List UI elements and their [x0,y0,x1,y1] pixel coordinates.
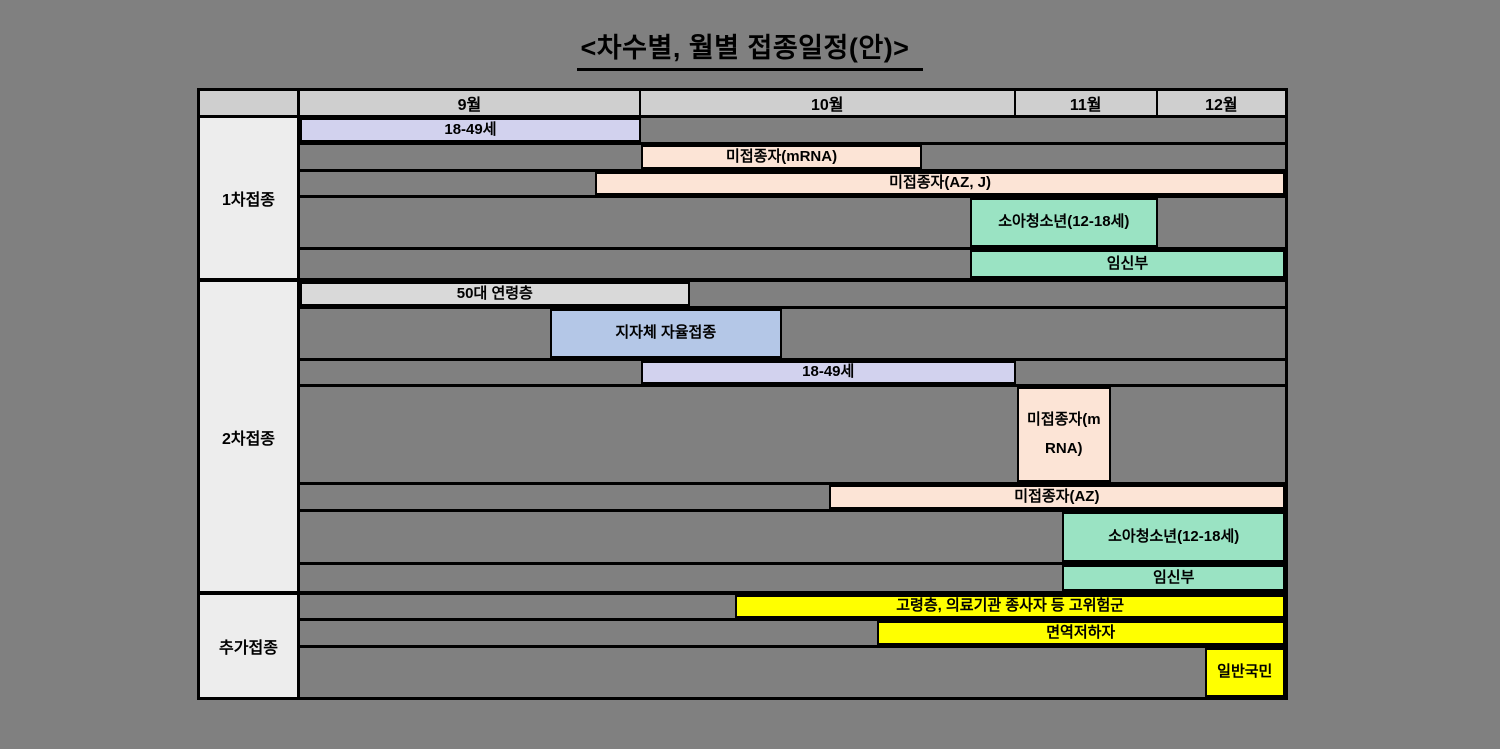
month-header-4: 12월 [1157,91,1285,115]
month-header-1: 9월 [300,91,641,115]
schedule-row: 18-49세 [300,118,1285,145]
gantt-bar: 18-49세 [640,361,1016,384]
schedule-row: 50대 연령층 [300,282,1285,309]
schedule-row: 지자체 자율접종 [300,309,1285,361]
header-corner-cell [200,91,300,115]
page-title: <차수별, 월별 접종일정(안)> [576,26,924,71]
schedule-row: 18-49세 [300,361,1285,387]
gantt-bar: 18-49세 [300,118,641,142]
gantt-bar: 임신부 [1062,565,1285,591]
month-header-3: 11월 [1015,91,1158,115]
schedule-row: 미접종자(mRNA) [300,387,1285,485]
gantt-bar: 미접종자(AZ, J) [595,172,1285,195]
gantt-bar: 50대 연령층 [300,282,690,306]
section-label: 2차접종 [200,282,300,591]
schedule-row: 소아청소년(12-18세) [300,198,1285,250]
page-title-wrap: <차수별, 월별 접종일정(안)> [0,26,1500,71]
schedule-row: 면역저하자 [300,621,1285,648]
section-label: 1차접종 [200,118,300,278]
schedule-row: 고령층, 의료기관 종사자 등 고위험군 [300,595,1285,621]
gantt-bar: 미접종자(AZ) [828,485,1285,509]
gantt-bar: 일반국민 [1204,648,1285,697]
schedule-row: 미접종자(AZ, J) [300,172,1285,198]
gantt-bar: 미접종자(mRNA) [1016,387,1112,482]
gantt-bar: 미접종자(mRNA) [640,145,923,169]
schedule-row: 일반국민 [300,648,1285,697]
gantt-bar: 면역저하자 [876,621,1285,645]
gantt-bar: 임신부 [969,250,1285,278]
gantt-bar: 소아청소년(12-18세) [969,198,1158,247]
schedule-row: 미접종자(AZ) [300,485,1285,512]
schedule-row: 임신부 [300,565,1285,591]
gantt-bar: 지자체 자율접종 [549,309,783,358]
schedule-row: 임신부 [300,250,1285,278]
schedule-row: 소아청소년(12-18세) [300,512,1285,565]
schedule-row: 미접종자(mRNA) [300,145,1285,172]
gantt-bar: 소아청소년(12-18세) [1062,512,1285,562]
month-header-2: 10월 [640,91,1016,115]
gantt-bar: 고령층, 의료기관 종사자 등 고위험군 [735,595,1285,618]
section-label: 추가접종 [200,595,300,697]
